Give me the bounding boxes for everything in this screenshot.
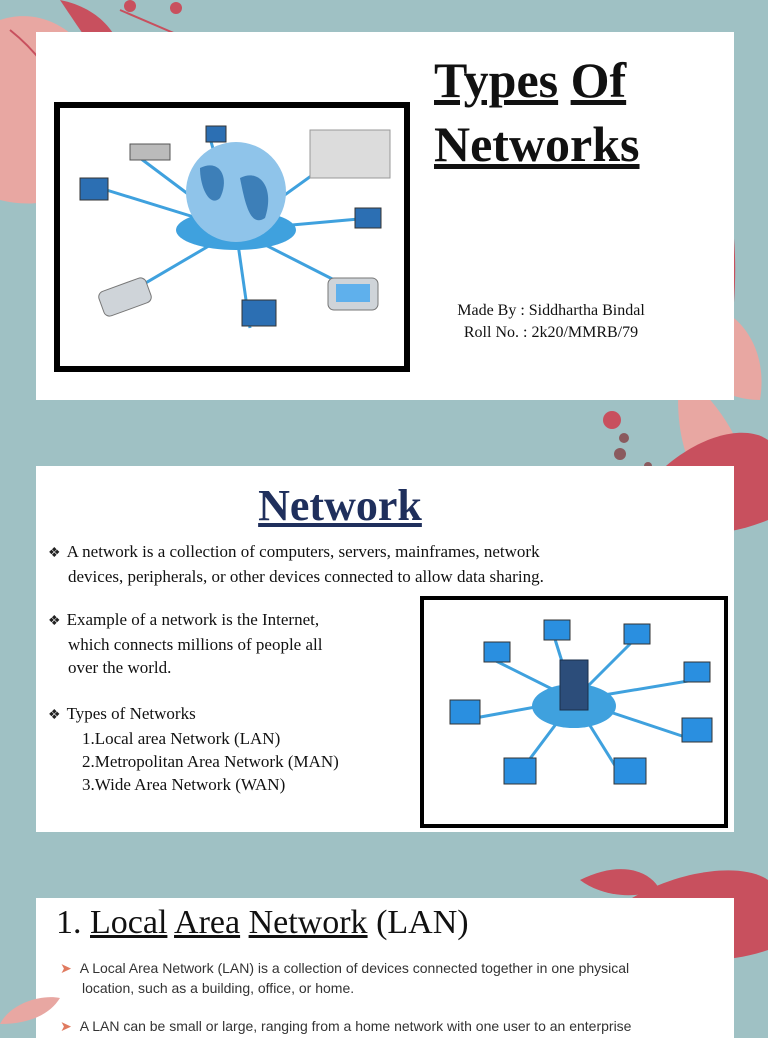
title-word-networks: Networks	[434, 116, 640, 172]
roll-number-text: Roll No. : 2k20/MMRB/79	[463, 324, 639, 341]
list-item: 3.Wide Area Network (WAN)	[82, 775, 286, 794]
title-slide: Types Of Networks Made By : Siddhartha B…	[36, 32, 734, 400]
network-heading: Network	[258, 481, 422, 530]
lan-heading: 1. Local Area Network (LAN)	[56, 904, 469, 942]
lan-heading-word: (LAN)	[376, 904, 469, 941]
author-credits: Made By : Siddhartha Bindal Roll No. : 2…	[426, 300, 676, 344]
bullet-text: location, such as a building, office, or…	[82, 980, 355, 996]
bullet-lan-size: ➤A LAN can be small or large, ranging fr…	[60, 1016, 700, 1036]
diamond-bullet-icon: ❖	[48, 546, 61, 561]
lan-heading-word: Area	[174, 904, 241, 941]
title-word-of: Of	[570, 52, 627, 108]
arrow-bullet-icon: ➤	[60, 960, 72, 976]
list-item: 1.Local area Network (LAN)	[82, 729, 281, 748]
lan-slide: 1. Local Area Network (LAN) ➤ A Local Are…	[36, 898, 734, 1038]
bullet-text: Example of a network is the Internet,	[66, 610, 320, 629]
bullet-network-definition: ❖ A network is a collection of computers,…	[48, 540, 628, 588]
page-title: Types Of Networks	[434, 48, 714, 176]
bullet-text: A LAN can be small or large, ranging fro…	[79, 1018, 632, 1034]
network-globe-image	[54, 102, 410, 372]
title-word-types: Types	[434, 52, 559, 108]
bullet-text: A network is a collection of computers, …	[66, 542, 540, 561]
diamond-bullet-icon: ❖	[48, 614, 61, 629]
bullet-text: devices, peripherals, or other devices c…	[68, 567, 544, 586]
diamond-bullet-icon: ❖	[48, 708, 61, 723]
bullet-network-example: ❖ Example of a network is the Internet, w…	[48, 608, 368, 679]
lan-heading-word: Local	[90, 904, 168, 941]
bullet-network-types: ❖ Types of Networks 1.Local area Network …	[48, 702, 388, 796]
bullet-text: A Local Area Network (LAN) is a collecti…	[79, 960, 630, 976]
leaf-decoration-bottom-left	[0, 997, 60, 1024]
star-network-image	[420, 596, 728, 828]
bullet-text: over the world.	[68, 658, 172, 677]
bullet-text: Types of Networks	[66, 704, 196, 723]
lan-heading-word: Network	[248, 904, 368, 941]
list-item: 2.Metropolitan Area Network (MAN)	[82, 752, 339, 771]
made-by-text: Made By : Siddhartha Bindal	[457, 302, 645, 319]
bullet-text: which connects millions of people all	[68, 635, 323, 654]
lan-heading-number: 1.	[56, 904, 82, 941]
bullet-lan-definition: ➤ A Local Area Network (LAN) is a collect…	[60, 958, 700, 998]
network-slide: Network ❖ A network is a collection of co…	[36, 466, 734, 832]
